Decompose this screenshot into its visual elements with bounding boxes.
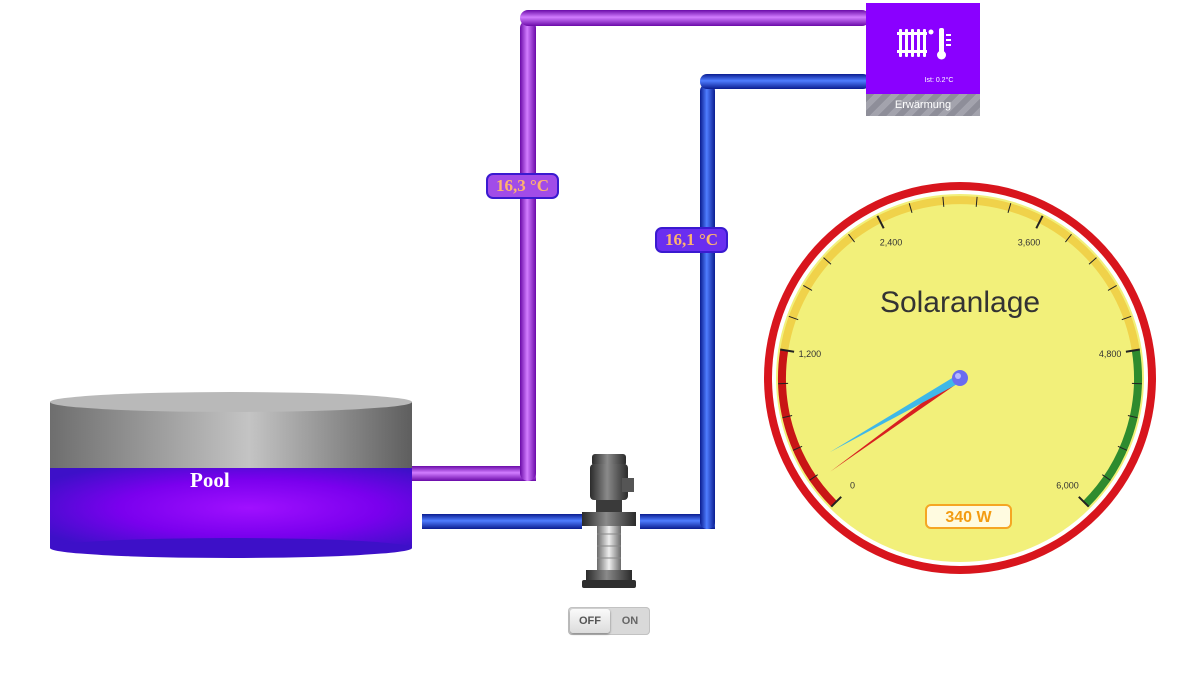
pump-toggle-off[interactable]: OFF — [570, 609, 610, 633]
heater-status-label: Erwärmung — [866, 94, 980, 116]
heater-tile[interactable]: Ist: 0.2°C Erwärmung — [866, 3, 980, 116]
pump-toggle-switch[interactable]: OFF ON — [568, 607, 650, 635]
supply-temperature-badge: 16,3 °C — [486, 173, 560, 199]
heater-actual-temperature: Ist: 0.2°C — [924, 77, 954, 84]
heater-icons — [897, 28, 951, 60]
pump-icon — [582, 454, 636, 588]
return-temperature-badge: 16,1 °C — [655, 227, 729, 253]
pool-label: Pool — [190, 468, 230, 492]
return-pipe — [422, 74, 870, 529]
pool-tank — [50, 392, 412, 558]
supply-pipe — [412, 10, 870, 481]
radiator-icon — [897, 29, 934, 57]
thermometer-icon — [937, 28, 951, 60]
pump-toggle-on[interactable]: ON — [621, 615, 639, 627]
